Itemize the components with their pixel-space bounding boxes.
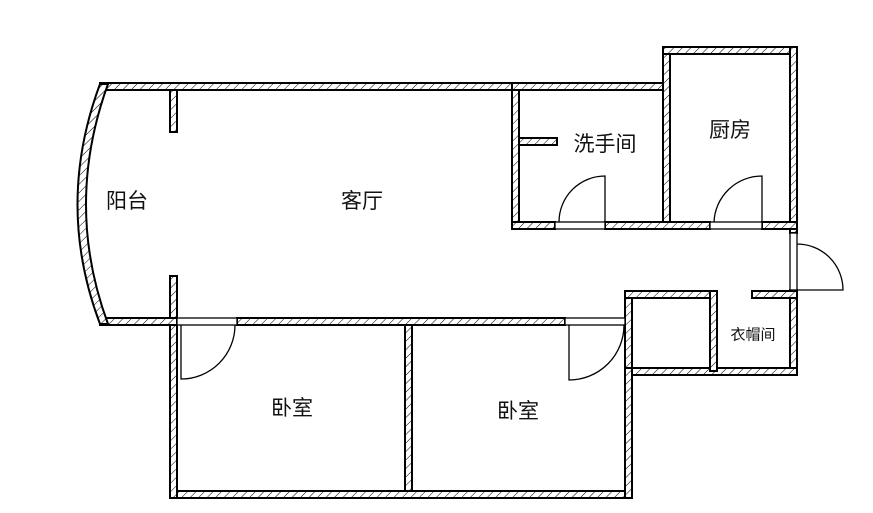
wall bbox=[751, 290, 798, 299]
wall bbox=[624, 290, 718, 299]
room-label-balcony: 阳台 bbox=[106, 189, 148, 213]
room-label-bathroom: 洗手间 bbox=[573, 132, 637, 156]
door-threshold bbox=[709, 221, 763, 230]
bedroom-1-door bbox=[180, 324, 236, 380]
door-threshold bbox=[554, 221, 606, 230]
balcony-curved-wall bbox=[76, 83, 110, 325]
door-threshold bbox=[789, 232, 798, 291]
doors bbox=[180, 175, 844, 381]
wall bbox=[511, 89, 520, 230]
wall bbox=[236, 317, 566, 326]
room-label-kitchen: 厨房 bbox=[709, 118, 751, 142]
room-label-cloakroom: 衣帽间 bbox=[730, 325, 776, 344]
wall bbox=[624, 290, 633, 376]
kitchen-door bbox=[713, 175, 763, 223]
door-threshold bbox=[564, 317, 626, 326]
entrance-door bbox=[796, 243, 844, 291]
wall bbox=[761, 221, 798, 230]
wall bbox=[404, 324, 413, 492]
wall bbox=[604, 221, 711, 230]
bedroom-2-door bbox=[568, 324, 625, 381]
wall bbox=[709, 290, 718, 372]
wall bbox=[99, 317, 178, 326]
room-label-bedroom-1: 卧室 bbox=[271, 396, 313, 420]
wall bbox=[789, 289, 798, 376]
room-label-living-room: 客厅 bbox=[341, 189, 383, 213]
wall bbox=[511, 82, 671, 91]
wall bbox=[662, 53, 671, 223]
wall bbox=[518, 137, 558, 146]
wall bbox=[662, 46, 798, 55]
wall bbox=[624, 367, 633, 499]
wall bbox=[169, 317, 178, 499]
wall bbox=[99, 82, 518, 91]
door-threshold bbox=[176, 317, 238, 326]
wall bbox=[169, 275, 178, 319]
room-label-bedroom-2: 卧室 bbox=[497, 399, 539, 423]
bathroom-door bbox=[558, 175, 606, 223]
wall bbox=[789, 46, 798, 234]
walls bbox=[99, 46, 798, 499]
wall bbox=[169, 490, 633, 499]
wall bbox=[169, 89, 178, 133]
wall bbox=[511, 221, 556, 230]
